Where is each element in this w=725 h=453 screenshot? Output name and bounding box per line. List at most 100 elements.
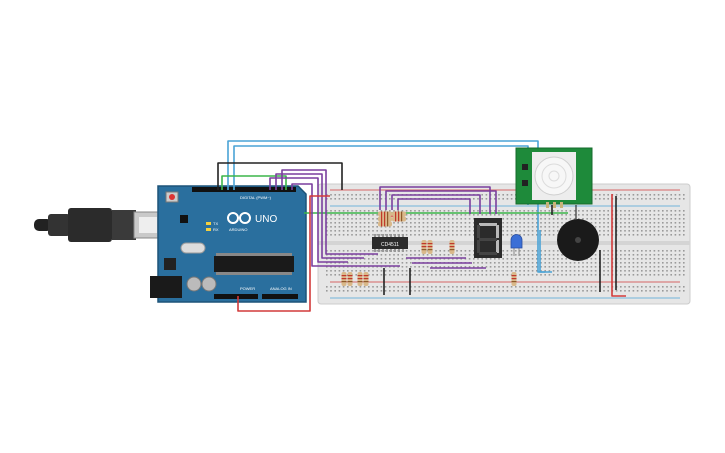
- resistor[interactable]: [421, 240, 427, 254]
- breadboard-hole: [678, 250, 681, 252]
- breadboard-hole: [410, 254, 412, 256]
- resistor[interactable]: [357, 272, 363, 286]
- board-model-label: UNO: [255, 214, 277, 225]
- breadboard-hole: [515, 262, 517, 264]
- breadboard-hole: [641, 286, 643, 288]
- arduino-uno-board[interactable]: TX RX UNO ARDUINO DIGITAL (PWM~) POWER A…: [150, 185, 307, 303]
- breadboard-hole: [431, 222, 433, 224]
- breadboard-hole: [649, 286, 651, 288]
- breadboard-hole: [334, 194, 336, 196]
- breadboard-hole: [548, 290, 551, 292]
- breadboard-hole: [632, 266, 635, 268]
- wire-purple-6: [385, 190, 497, 214]
- digital-header[interactable]: [192, 187, 296, 192]
- breadboard-hole: [439, 266, 441, 268]
- breadboard-hole: [460, 214, 462, 216]
- usb-cable[interactable]: [34, 208, 163, 242]
- breadboard-hole: [620, 198, 622, 200]
- wires[interactable]: [217, 140, 626, 312]
- breadboard-hole: [368, 286, 370, 288]
- capacitor-2: [201, 276, 217, 292]
- resistor[interactable]: [392, 211, 406, 217]
- breadboard-hole: [527, 226, 530, 228]
- power-header[interactable]: [214, 294, 258, 299]
- breadboard-hole: [649, 222, 651, 224]
- breadboard-hole: [368, 290, 370, 292]
- breadboard-hole: [405, 230, 408, 232]
- breadboard-hole: [531, 274, 534, 276]
- piezo-buzzer[interactable]: [557, 205, 599, 261]
- breadboard-hole: [632, 270, 635, 272]
- breadboard-hole: [628, 198, 630, 200]
- resistor[interactable]: [347, 272, 353, 286]
- breadboard-hole: [422, 270, 425, 272]
- breadboard-hole: [578, 286, 580, 288]
- pir-motion-sensor[interactable]: [515, 147, 593, 208]
- resistor[interactable]: [378, 221, 392, 227]
- cd4511-ic[interactable]: CD4511: [372, 234, 408, 252]
- breadboard-hole: [380, 194, 383, 196]
- resistor[interactable]: [378, 216, 392, 222]
- breadboard-hole: [414, 226, 416, 228]
- breadboard-hole: [678, 218, 681, 220]
- breadboard-hole: [603, 274, 605, 276]
- wire-purple-7: [391, 194, 481, 214]
- resistor[interactable]: [341, 272, 347, 286]
- blue-led[interactable]: [510, 234, 523, 257]
- resistor[interactable]: [363, 272, 369, 286]
- breadboard-hole: [473, 234, 475, 236]
- breadboard-hole: [355, 194, 357, 196]
- resistor[interactable]: [378, 211, 392, 217]
- breadboard-hole: [414, 222, 416, 224]
- seven-segment-display[interactable]: 7: [474, 218, 502, 258]
- breadboard-hole: [397, 274, 399, 276]
- breadboard-hole: [620, 230, 622, 232]
- breadboard-hole: [657, 194, 660, 196]
- breadboard-hole: [557, 230, 559, 232]
- analog-header[interactable]: [262, 294, 298, 299]
- breadboard-hole: [351, 290, 353, 292]
- breadboard-hole: [426, 254, 429, 256]
- breadboard-hole: [351, 270, 353, 272]
- breadboard-hole: [683, 262, 685, 264]
- breadboard-hole: [384, 286, 387, 288]
- breadboard-hole: [485, 214, 488, 216]
- breadboard-hole: [594, 226, 597, 228]
- breadboard-hole: [359, 262, 362, 264]
- breadboard-hole: [649, 210, 651, 212]
- breadboard-hole: [351, 262, 353, 264]
- breadboard-hole: [355, 262, 357, 264]
- breadboard-hole: [641, 198, 643, 200]
- resistor[interactable]: [427, 240, 433, 254]
- resistor[interactable]: [511, 272, 517, 286]
- breadboard-hole: [439, 286, 441, 288]
- resistor[interactable]: [392, 216, 406, 222]
- breadboard-hole: [632, 218, 635, 220]
- breadboard-hole: [330, 254, 332, 256]
- breadboard-hole: [393, 290, 395, 292]
- breadboard-hole: [557, 254, 559, 256]
- breadboard-hole: [582, 266, 584, 268]
- breadboard-hole: [405, 290, 408, 292]
- breadboard-hole: [657, 254, 660, 256]
- breadboard-hole: [540, 274, 542, 276]
- breadboard-hole: [590, 218, 593, 220]
- breadboard-hole: [393, 274, 395, 276]
- breadboard-hole: [443, 222, 446, 224]
- breadboard-hole: [355, 254, 357, 256]
- breadboard-hole: [372, 290, 374, 292]
- breadboard-hole: [636, 194, 639, 196]
- breadboard-hole: [342, 290, 345, 292]
- breadboard-hole: [338, 226, 341, 228]
- breadboard-hole: [519, 274, 521, 276]
- breadboard-hole: [666, 274, 668, 276]
- breadboard-hole: [372, 234, 374, 236]
- breadboard-hole: [342, 250, 345, 252]
- breadboard-hole: [363, 198, 366, 200]
- resistor[interactable]: [449, 240, 455, 254]
- breadboard-hole: [531, 234, 534, 236]
- breadboard-hole: [662, 218, 664, 220]
- breadboard-hole: [645, 234, 647, 236]
- breadboard-hole: [376, 230, 378, 232]
- breadboard-hole: [615, 290, 618, 292]
